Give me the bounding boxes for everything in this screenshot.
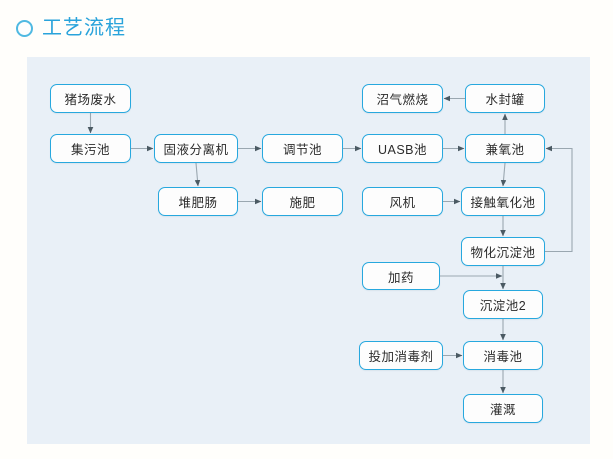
flow-node[interactable]: 接触氧化池 [461,187,545,216]
page-title: 工艺流程 [42,17,126,39]
flow-edge [500,162,507,187]
flow-node[interactable]: 兼氧池 [465,134,545,163]
flow-node[interactable]: 集污池 [50,134,131,163]
flow-node[interactable]: 沉淀池2 [463,290,543,319]
flow-node[interactable]: 固液分离机 [154,134,238,163]
flow-node[interactable]: 调节池 [262,134,343,163]
circle-outline-icon [16,19,33,37]
flow-node[interactable]: 风机 [362,187,443,216]
flow-node[interactable]: 水封罐 [465,84,545,113]
flow-node[interactable]: UASB池 [362,134,443,163]
flow-edge [545,145,573,253]
flow-node[interactable]: 物化沉淀池 [461,237,545,266]
page-title-bar: 工艺流程 [16,12,126,44]
flow-node[interactable]: 加药 [362,262,440,290]
flow-node[interactable]: 堆肥肠 [158,187,238,216]
flow-edge [194,162,201,187]
flow-node[interactable]: 施肥 [262,187,343,216]
flow-node[interactable]: 投加消毒剂 [359,341,443,370]
flow-node[interactable]: 消毒池 [463,341,543,370]
flow-node[interactable]: 猪场废水 [50,84,131,113]
flow-node[interactable]: 沼气燃烧 [362,84,443,113]
flow-node[interactable]: 灌溉 [463,394,543,423]
